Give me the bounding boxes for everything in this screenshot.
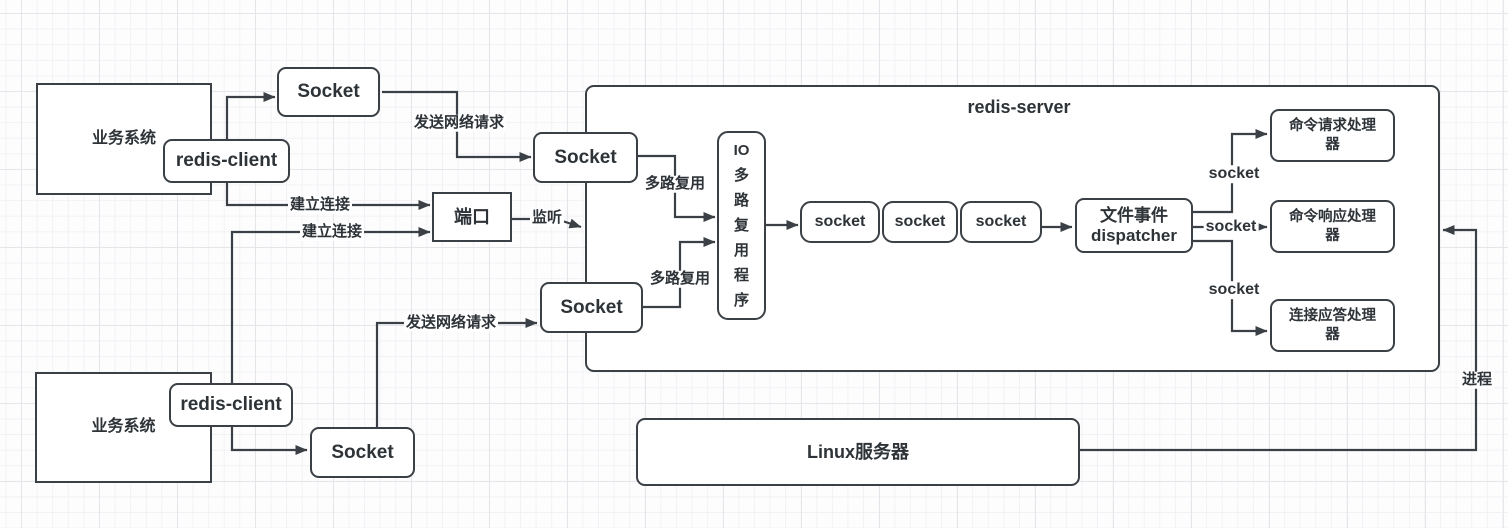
edge-client-to-socket-top (225, 92, 276, 139)
command-response-processor-node: 命令响应处理 器 (1270, 200, 1395, 253)
io-multiplexer-line: IO (733, 142, 750, 159)
redis-client-bottom-label: redis-client (180, 394, 282, 416)
edge-label-socket-middle: socket (1203, 218, 1259, 236)
socket-server-top-label: Socket (554, 146, 617, 168)
processor-line: 器 (1325, 326, 1340, 343)
socket-row-label: socket (814, 212, 866, 230)
processor-line: 器 (1325, 227, 1340, 244)
edge-connect-1 (225, 183, 431, 210)
connection-accept-processor-node: 连接应答处理 器 (1270, 299, 1395, 352)
socket-row-item-2: socket (882, 201, 958, 243)
redis-client-bottom-node: redis-client (169, 383, 293, 427)
linux-server-node: Linux服务器 (636, 418, 1080, 486)
redis-client-top-node: redis-client (163, 139, 290, 183)
socket-server-top-node: Socket (533, 132, 638, 183)
io-multiplexer-node: IO 多 路 复 用 程 序 (717, 131, 766, 320)
io-multiplexer-line: 复 (733, 217, 749, 234)
redis-client-top-label: redis-client (175, 150, 278, 172)
io-multiplexer-line: 路 (733, 192, 749, 209)
io-multiplexer-line: 程 (733, 267, 749, 284)
port-node: 端口 (432, 192, 512, 242)
edge-label-mux-top: 多路复用 (642, 174, 708, 193)
redis-server-title: redis-server (967, 97, 1071, 118)
linux-server-label: Linux服务器 (807, 441, 909, 462)
edge-label-send-request-top: 发送网络请求 (411, 113, 507, 132)
processor-line: 连接应答处理 (1289, 308, 1376, 325)
command-request-processor-node: 命令请求处理 器 (1270, 109, 1395, 162)
io-multiplexer-line: 用 (733, 242, 749, 259)
edge-client-to-socket-bottom (230, 427, 308, 455)
processor-line: 器 (1325, 136, 1340, 153)
edge-label-connect-2: 建立连接 (299, 222, 365, 241)
edge-send-request-bottom (375, 318, 538, 427)
io-multiplexer-line: 序 (733, 292, 749, 309)
dispatcher-line-1: 文件事件 (1100, 205, 1168, 225)
edge-connect-2 (230, 227, 431, 383)
socket-client-bottom-label: Socket (331, 441, 394, 463)
edge-label-socket-lower: socket (1206, 281, 1262, 299)
file-event-dispatcher-node: 文件事件 dispatcher (1075, 198, 1193, 253)
business-system-bottom-label: 业务系统 (91, 418, 156, 436)
edge-label-process: 进程 (1459, 370, 1495, 389)
edge-label-listen: 监听 (529, 208, 565, 227)
socket-row-item-3: socket (960, 201, 1042, 243)
io-multiplexer-line: 多 (733, 167, 749, 184)
processor-line: 命令请求处理 (1289, 118, 1376, 135)
port-label: 端口 (454, 206, 490, 227)
socket-server-bottom-node: Socket (540, 282, 643, 333)
socket-server-bottom-label: Socket (560, 296, 623, 318)
edge-label-mux-bottom: 多路复用 (647, 269, 713, 288)
business-system-top-label: 业务系统 (91, 129, 156, 147)
edge-label-send-request-bottom: 发送网络请求 (403, 313, 499, 332)
socket-row-item-1: socket (800, 201, 880, 243)
socket-client-top-label: Socket (297, 81, 360, 103)
business-system-bottom-node: 业务系统 (35, 372, 212, 483)
edge-linux-process (1080, 225, 1478, 452)
processor-line: 命令响应处理 (1289, 209, 1376, 226)
dispatcher-line-2: dispatcher (1091, 225, 1177, 245)
socket-row-label: socket (894, 212, 946, 230)
socket-client-top-node: Socket (277, 67, 380, 117)
socket-row-label: socket (975, 212, 1027, 230)
edge-label-socket-upper: socket (1206, 165, 1262, 183)
edge-label-connect-1: 建立连接 (287, 195, 353, 214)
socket-client-bottom-node: Socket (310, 427, 415, 478)
